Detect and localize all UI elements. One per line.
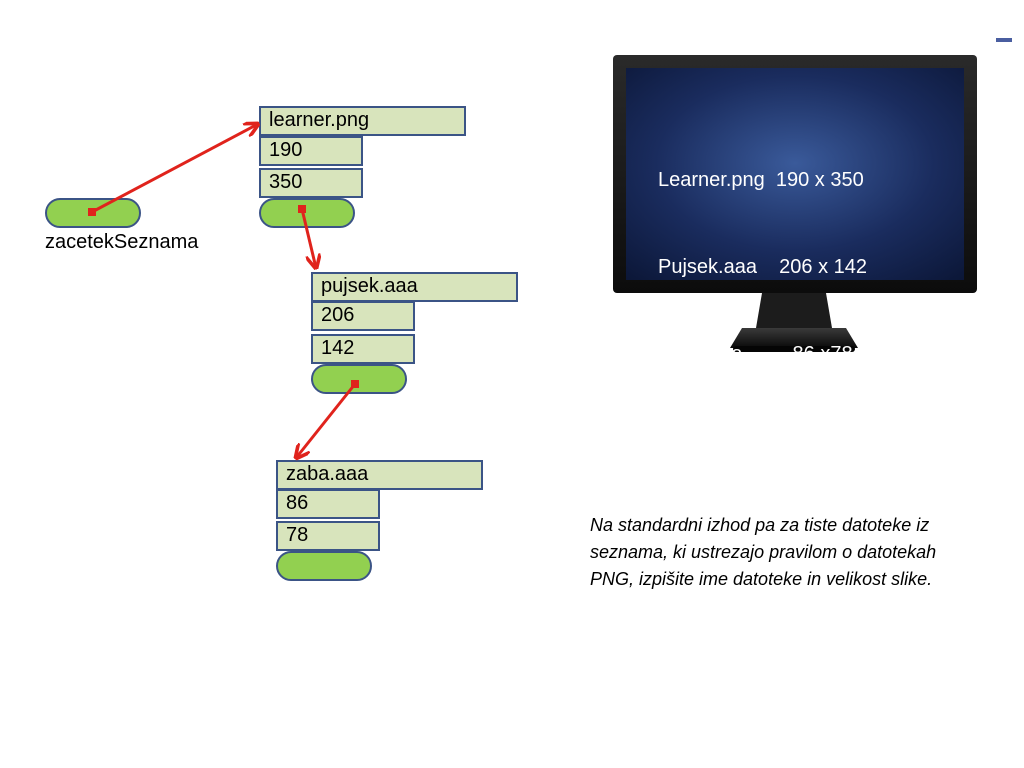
corner-mark [996,38,1012,42]
monitor-screen [626,68,964,280]
arrow-head-to-node-1 [91,124,258,214]
node-2-height-field: 142 [311,334,415,364]
monitor-stand [730,328,858,348]
monitor-line-3: Zaba.aaa 86 x78 [658,343,853,365]
monitor-output-text: Learner.png 190 x 350 Pujsek.aaa 206 x 1… [658,108,867,398]
task-caption: Na standardni izhod pa za tiste datoteke… [590,515,937,589]
head-pointer-cell [45,198,141,228]
node-2-next-pointer [311,364,407,394]
node-1-next-pointer [259,198,355,228]
head-pointer-label: zacetekSeznama [45,231,199,253]
monitor-line-2: Pujsek.aaa 206 x 142 [658,256,868,278]
monitor-line-1: Learner.png 190 x 350 [658,169,864,191]
arrow-node-1-to-node-2 [300,208,316,268]
node-2-width-field: 206 [311,301,415,331]
node-3-height-field: 78 [276,521,380,551]
node-3-next-pointer [276,551,372,581]
node-1-name-field: learner.png [259,106,466,136]
node-1-width-field: 190 [259,136,363,166]
node-3-width-field: 86 [276,489,380,519]
monitor-neck [756,293,832,328]
node-1-height-field: 350 [259,168,363,198]
node-3-name-field: zaba.aaa [276,460,483,490]
arrow-node-2-to-node-3 [296,383,357,458]
